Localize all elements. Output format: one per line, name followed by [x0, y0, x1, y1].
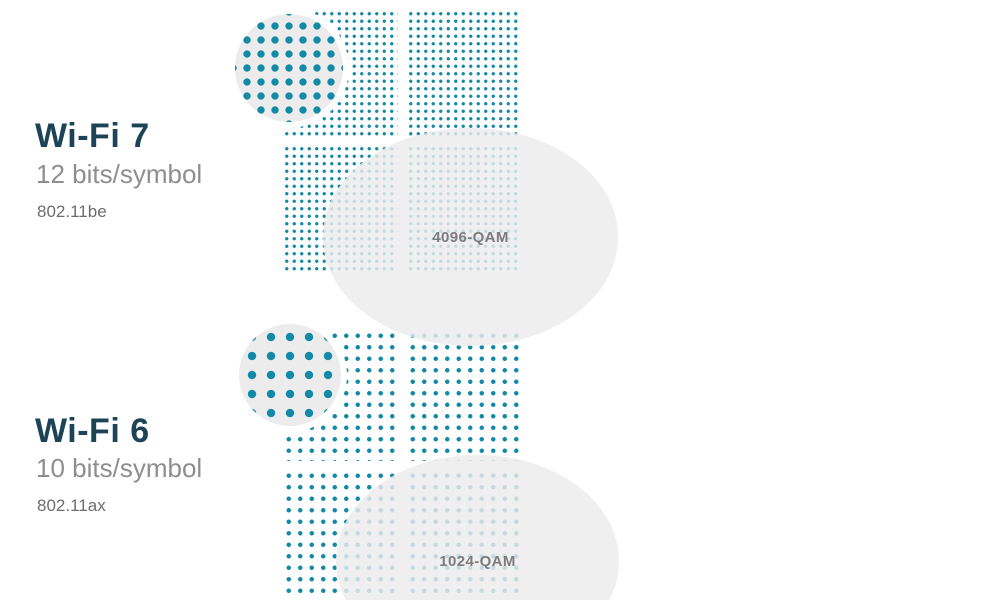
constellation-quadrant [406, 330, 521, 461]
constellation-quadrant [406, 10, 521, 136]
wifi7-qam-bubble: 4096-QAM [323, 128, 618, 346]
wifi6-title: Wi-Fi 6 [35, 411, 150, 450]
wifi7-bits-per-symbol: 12 bits/symbol [36, 159, 203, 189]
wifi7-standard: 802.11be [37, 202, 107, 221]
wifi7-qam-label: 4096-QAM [432, 228, 509, 246]
wifi6-standard: 802.11ax [37, 496, 106, 515]
wifi6-bits-per-symbol: 10 bits/symbol [36, 453, 203, 483]
wifi6-magnifier-circle-icon [233, 318, 347, 432]
wifi6-qam-label: 1024-QAM [439, 552, 516, 570]
wifi7-magnifier-circle-icon [229, 8, 349, 128]
wifi7-title: Wi-Fi 7 [35, 116, 150, 155]
